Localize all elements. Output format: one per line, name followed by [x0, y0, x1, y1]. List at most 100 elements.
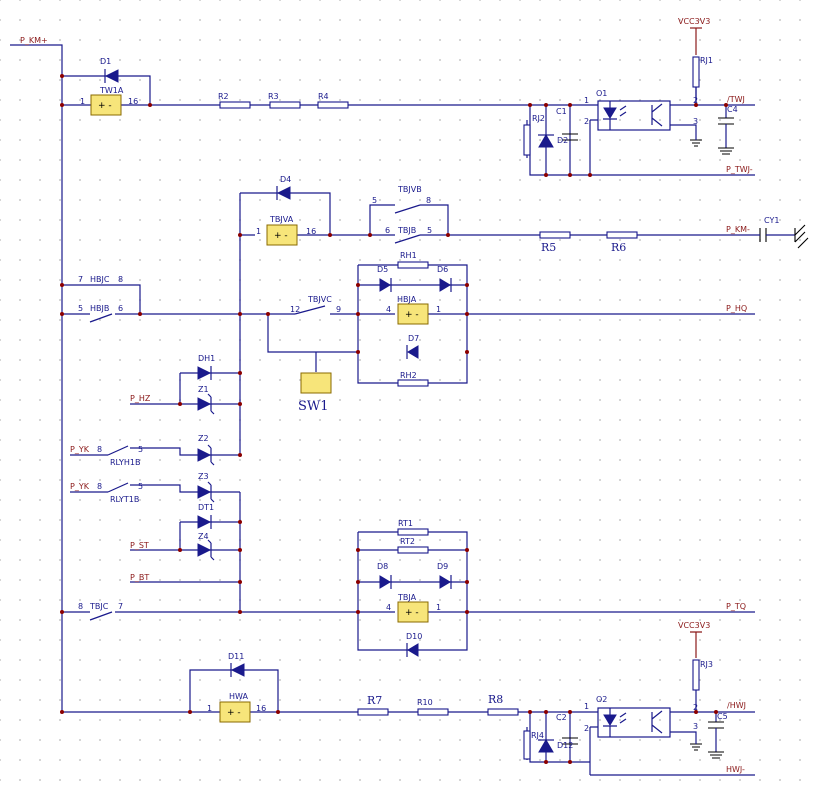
- rlyh1b-pin8: 8: [97, 445, 102, 454]
- rh2-resistor: [397, 379, 429, 387]
- hbja-label: HBJA: [397, 295, 417, 304]
- r6-label: R6: [611, 241, 626, 254]
- hbjc-pin8: 8: [118, 275, 123, 284]
- rt1-resistor: [397, 528, 429, 536]
- rlyt1b-pin5: 5: [138, 482, 143, 491]
- d12-diode: [538, 739, 554, 753]
- tbjvb-pin8: 8: [426, 196, 431, 205]
- r2-resistor: [219, 101, 251, 109]
- o1-pin1: 1: [584, 96, 589, 105]
- hbjb-pin6: 6: [118, 304, 123, 313]
- d2-label: D2: [557, 136, 568, 145]
- d11-label: D11: [228, 652, 244, 661]
- o2-label: O2: [596, 695, 607, 704]
- rh1-label: RH1: [400, 251, 417, 260]
- z3-label: Z3: [198, 472, 209, 481]
- c4-label: C4: [727, 105, 738, 114]
- d1-label: D1: [100, 57, 111, 66]
- net-hz: P_HZ: [130, 394, 151, 403]
- rh2-label: RH2: [400, 371, 417, 380]
- tbjvc-pin9: 9: [336, 305, 341, 314]
- r10-resistor: [417, 708, 449, 716]
- tbjc-pin7: 7: [118, 602, 123, 611]
- d7-diode: [407, 345, 419, 359]
- d6-diode: [439, 278, 451, 292]
- hwa-pin16: 16: [256, 704, 266, 713]
- net-hwj: /HWJ: [727, 701, 746, 710]
- hbjc-pin7: 7: [78, 275, 83, 284]
- tbjva-pin1: 1: [256, 227, 261, 236]
- z4-zener: [197, 543, 212, 557]
- tbjc-pin8: 8: [78, 602, 83, 611]
- dt1-diode: [197, 515, 212, 529]
- hbjb-label: HBJB: [90, 304, 109, 313]
- o2-pin3: 3: [693, 722, 698, 731]
- z2-zener: [197, 448, 212, 462]
- hbja-pin4: 4: [386, 305, 391, 314]
- d1-diode: [104, 69, 119, 83]
- o2-pin2: 2: [584, 724, 589, 733]
- z2-label: Z2: [198, 434, 209, 443]
- vcc-top: VCC3V3: [678, 17, 710, 26]
- r3-label: R3: [268, 92, 279, 101]
- dt1-label: DT1: [198, 503, 214, 512]
- tbjva-coil: [266, 224, 298, 246]
- rt2-resistor: [397, 546, 429, 554]
- z4-label: Z4: [198, 532, 209, 541]
- rj4-label: RJ4: [531, 731, 544, 740]
- sw1-switch: [300, 372, 332, 394]
- d2-diode: [538, 134, 554, 148]
- d11-diode: [230, 663, 245, 677]
- net-km-plus: P_KM+: [20, 36, 48, 45]
- tbjva-sign: + -: [274, 231, 288, 241]
- r4-label: R4: [318, 92, 329, 101]
- tbjva-label: TBJVA: [269, 215, 294, 224]
- tbjb-label: TBJB: [397, 226, 416, 235]
- hq-row: + -: [62, 261, 755, 394]
- net-yk-1: P_YK: [70, 445, 90, 454]
- tbjv-row: + -: [239, 186, 809, 455]
- hbja-pin1: 1: [436, 305, 441, 314]
- r6-resistor: [606, 231, 638, 239]
- o1-pin3: 3: [693, 117, 698, 126]
- tbjb-pin5: 5: [427, 226, 432, 235]
- cy1-label: CY1: [764, 216, 779, 225]
- rj3-label: RJ3: [700, 660, 713, 669]
- r7-label: R7: [367, 694, 382, 707]
- sw1-label: SW1: [298, 399, 329, 414]
- st-bt-section: [70, 481, 241, 612]
- hbjb-pin5: 5: [78, 304, 83, 313]
- tbjb-pin6: 6: [385, 226, 390, 235]
- rj4-resistor: [523, 730, 531, 760]
- r8-resistor: [487, 708, 519, 716]
- hwa-label: HWA: [229, 692, 248, 701]
- rlyh1b-label: RLYH1B: [110, 458, 140, 467]
- d9-label: D9: [437, 562, 448, 571]
- o2-optocoupler: [597, 707, 671, 738]
- tw1a-pin1: 1: [80, 97, 85, 106]
- net-st: P_ST: [130, 541, 149, 550]
- rlyt1b-label: RLYT1B: [110, 495, 139, 504]
- z3-zener: [197, 485, 212, 499]
- rlyh1b-pin5: 5: [138, 445, 143, 454]
- net-yk-2: P_YK: [70, 482, 90, 491]
- hbjc-label: HBJC: [90, 275, 110, 284]
- dh1-label: DH1: [198, 354, 215, 363]
- d8-label: D8: [377, 562, 388, 571]
- d10-diode: [407, 643, 419, 657]
- rj3-resistor: [692, 659, 700, 691]
- hbja-coil: [397, 303, 429, 325]
- rt1-label: RT1: [398, 519, 413, 528]
- net-twj-minus: P_TWJ-: [726, 165, 753, 174]
- d4-label: D4: [280, 175, 291, 184]
- d7-label: D7: [408, 334, 419, 343]
- rj1-resistor: [692, 56, 700, 88]
- rj1-label: RJ1: [700, 56, 713, 65]
- d5-diode: [379, 278, 391, 292]
- d4-diode: [276, 186, 291, 200]
- d6-label: D6: [437, 265, 448, 274]
- r8-label: R8: [488, 693, 503, 706]
- tbja-pin1: 1: [436, 603, 441, 612]
